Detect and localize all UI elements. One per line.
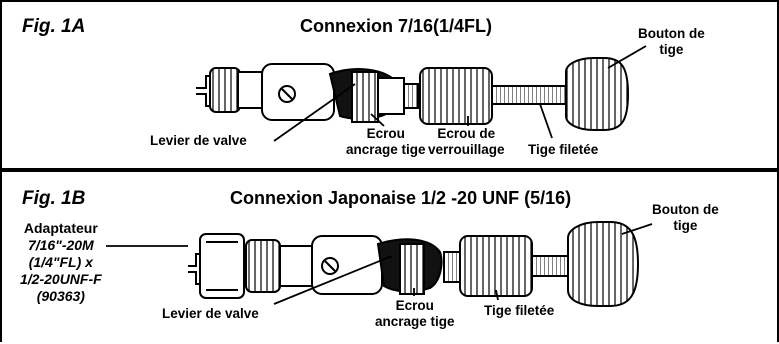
frame-right-border [777,2,779,168]
frame-right-border [777,172,779,342]
frame-left-border [0,2,2,168]
levier-valve-label-1b: Levier de valve [162,306,259,321]
adapter-line-2: (1/4"FL) x [28,254,93,270]
leader-lines-1b [106,223,653,305]
anchor-nut-1b [399,243,425,295]
fig-1b-title: Connexion Japonaise 1/2 -20 UNF (5/16) [230,188,572,208]
ecrou-ancrage-label-1a: Ecrou ancrage tige [346,126,426,157]
bouton-tige-label-1b: Bouton de tige [652,202,719,233]
fig-1a-label: Fig. 1A [22,16,86,37]
valve-core-tool-1b [188,221,640,307]
leader-lines-1a [273,45,647,142]
stem-knob-1b [567,221,640,307]
adapter-line-3: 1/2-20UNF-F [20,271,102,287]
threaded-rod-1b [531,255,569,277]
fig-1b-label: Fig. 1B [22,188,86,209]
panel-fig-1b: Fig. 1B Connexion Japonaise 1/2 -20 UNF … [0,170,779,342]
stem-knob-1a [565,57,630,131]
valve-core-tool-1a [196,57,630,131]
threaded-rod-1a [491,85,567,105]
levier-valve-label-1a: Levier de valve [150,133,247,148]
fig-1a-illustration [196,45,647,142]
fitting-hex-1b [245,239,281,293]
locking-nut-1a [419,67,493,125]
adapter-label-1b: Adaptateur 7/16"-20M (1/4"FL) x 1/2-20UN… [20,220,102,305]
anchor-nut-1a [351,71,379,123]
ecrou-ancrage-label-1b: Ecrou ancrage tige [375,298,455,329]
fitting-hex-1a [209,67,241,113]
frame-left-border [0,172,2,342]
tige-filetee-label-1a: Tige filetée [528,142,599,157]
valve-body-1a [261,63,335,121]
fig-1b-illustration [106,221,653,307]
tige-filetee-label-1b: Tige filetée [484,303,555,318]
adapter-line-4: (90363) [36,288,85,304]
locking-nut-1b [459,235,533,297]
bouton-tige-label-1a: Bouton de tige [638,26,705,57]
adapter-title: Adaptateur [23,220,98,236]
ecrou-verrouillage-label-1a: Ecrou de verrouillage [428,126,505,157]
adapter-line-1: 7/16"-20M [27,237,94,253]
fig-1a-title: Connexion 7/16(1/4FL) [300,16,493,36]
panel-fig-1a: Fig. 1A Connexion 7/16(1/4FL) Bouton de … [0,0,779,170]
adapter-fitting-1b [199,233,245,299]
